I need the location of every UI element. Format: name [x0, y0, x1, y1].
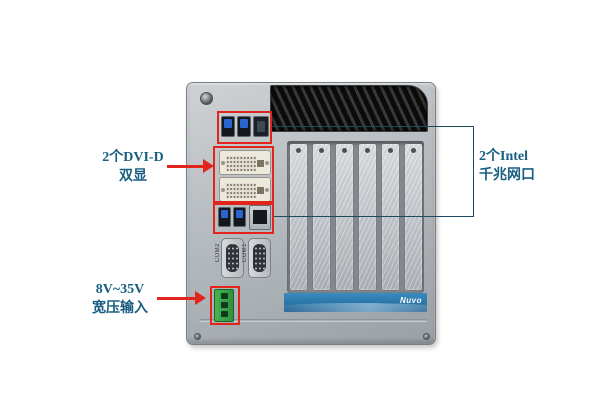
ethernet-port [249, 205, 271, 230]
io-port [253, 116, 269, 137]
com-port-label: COM1 [242, 243, 248, 263]
annotation-power-line2: 宽压输入 [92, 301, 148, 316]
callout-line-vertical [473, 126, 474, 217]
expansion-slot-cover [290, 144, 307, 290]
callout-box-usb [217, 111, 272, 144]
callout-box-power [210, 286, 240, 325]
terminal-hole [221, 311, 228, 317]
annotation-dvi-line2: 双显 [119, 169, 147, 184]
com-port [221, 238, 244, 278]
screw-icon [319, 148, 324, 153]
usb-port [233, 207, 246, 227]
power-button [200, 92, 213, 105]
dvi-port [219, 150, 271, 175]
usb-port [221, 116, 235, 137]
brand-stripe: Nuvo [284, 293, 427, 312]
expansion-slots [287, 141, 424, 293]
brand-logo: Nuvo [400, 296, 422, 305]
dvi-pin-grid [226, 156, 256, 171]
callout-line-top [272, 126, 474, 127]
screw-icon [221, 188, 225, 192]
callout-box-lan [213, 203, 274, 234]
annotation-lan-line1: 2个Intel [479, 149, 528, 164]
annotation-lan-line2: 千兆网口 [479, 168, 535, 183]
dvi-port [219, 177, 271, 202]
com-port-label: COM2 [215, 243, 221, 263]
stripe-swoosh [284, 303, 427, 312]
arrow-power [157, 297, 196, 300]
screw-icon [342, 148, 347, 153]
screw-icon [388, 148, 393, 153]
screw-icon [194, 333, 201, 340]
dvi-blade [257, 160, 264, 167]
dvi-pin-grid [226, 183, 256, 198]
screw-icon [296, 148, 301, 153]
arrow-head-icon [195, 291, 206, 305]
expansion-slot-cover [336, 144, 353, 290]
expansion-slot-cover [405, 144, 422, 290]
terminal-hole [221, 302, 228, 308]
annotation-dvi-line1: 2个DVI-D [102, 150, 164, 165]
screw-icon [265, 188, 269, 192]
power-terminal [214, 289, 234, 322]
usb-port [218, 207, 231, 227]
screw-icon [365, 148, 370, 153]
terminal-hole [221, 293, 228, 299]
expansion-slot-cover [313, 144, 330, 290]
arrow-head-icon [203, 159, 214, 173]
screw-icon [423, 333, 430, 340]
arrow-dvi [167, 165, 204, 168]
annotation-power: 8V~35V 宽压输入 [60, 280, 180, 318]
callout-line-bottom [274, 216, 474, 217]
usb-port [237, 116, 251, 137]
dvi-blade [257, 187, 264, 194]
expansion-slot-cover [382, 144, 399, 290]
callout-box-dvi [213, 146, 274, 203]
screw-icon [265, 161, 269, 165]
screw-icon [411, 148, 416, 153]
panel-groove [199, 319, 427, 322]
annotation-power-line1: 8V~35V [95, 282, 145, 297]
annotation-lan: 2个Intel 千兆网口 [479, 147, 574, 185]
expansion-slot-cover [359, 144, 376, 290]
vent-grille [270, 85, 428, 132]
screw-icon [221, 161, 225, 165]
annotation-dvi: 2个DVI-D 双显 [72, 148, 194, 186]
com-port [248, 238, 271, 278]
